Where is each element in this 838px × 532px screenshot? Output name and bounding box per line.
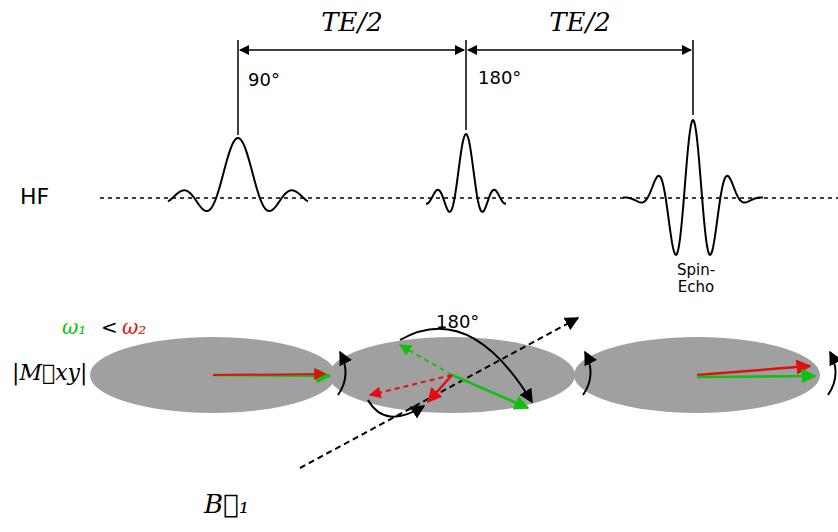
- flip-angle: 90°: [248, 70, 280, 90]
- signal-name: HF: [20, 185, 49, 209]
- rf-pulse: [623, 120, 763, 255]
- rf-pulse: [168, 138, 308, 211]
- magnetization: |M⃗xy|: [12, 361, 87, 385]
- flip-angle: 180°: [478, 68, 521, 88]
- duration-label: TE/2: [317, 8, 387, 37]
- relation: <: [101, 316, 118, 338]
- rf-field: B⃗₁: [204, 490, 249, 519]
- duration-label: TE/2: [545, 8, 615, 37]
- frequency: ω₂: [122, 316, 146, 338]
- rf-pulse: [426, 134, 506, 212]
- flip-angle: 180°: [436, 312, 479, 332]
- frequency: ω₁: [62, 316, 86, 338]
- echo-label: Spin- Echo: [672, 262, 720, 295]
